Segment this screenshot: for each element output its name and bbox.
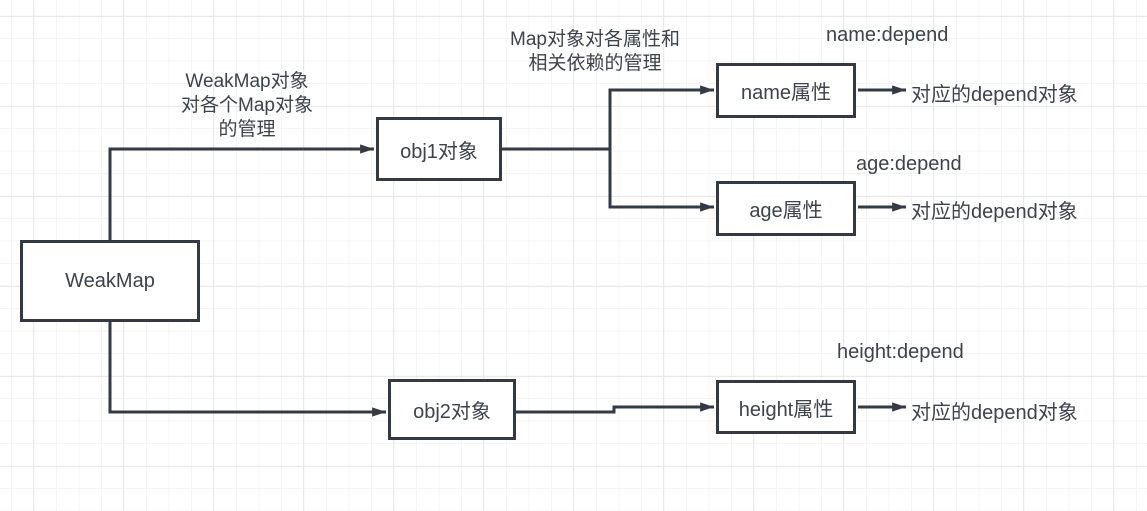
connector-obj1-name <box>502 85 714 151</box>
node-obj2[interactable]: obj2对象 <box>388 379 516 440</box>
label-age-depend: age:depend <box>856 153 962 175</box>
connector-obj2-height <box>516 402 714 414</box>
annotation-map-management: Map对象对各属性和 相关依赖的管理 <box>510 29 680 74</box>
text-depend-object-name: 对应的depend对象 <box>911 84 1078 106</box>
connector-obj1-age <box>502 147 714 212</box>
connector-weakmap-obj2 <box>108 322 386 417</box>
node-obj1[interactable]: obj1对象 <box>376 117 502 181</box>
annotation-weakmap-management: WeakMap对象 对各个Map对象 的管理 <box>181 71 313 140</box>
node-weakmap[interactable]: WeakMap <box>20 240 200 322</box>
node-age-property[interactable]: age属性 <box>716 181 856 236</box>
text-depend-object-age: 对应的depend对象 <box>911 201 1078 223</box>
connector-weakmap-obj1 <box>108 144 374 240</box>
label-name-depend: name:depend <box>826 24 949 46</box>
node-height-property[interactable]: height属性 <box>716 380 856 434</box>
text-depend-object-height: 对应的depend对象 <box>911 402 1078 424</box>
label-height-depend: height:depend <box>837 341 964 363</box>
node-name-property[interactable]: name属性 <box>716 63 856 118</box>
